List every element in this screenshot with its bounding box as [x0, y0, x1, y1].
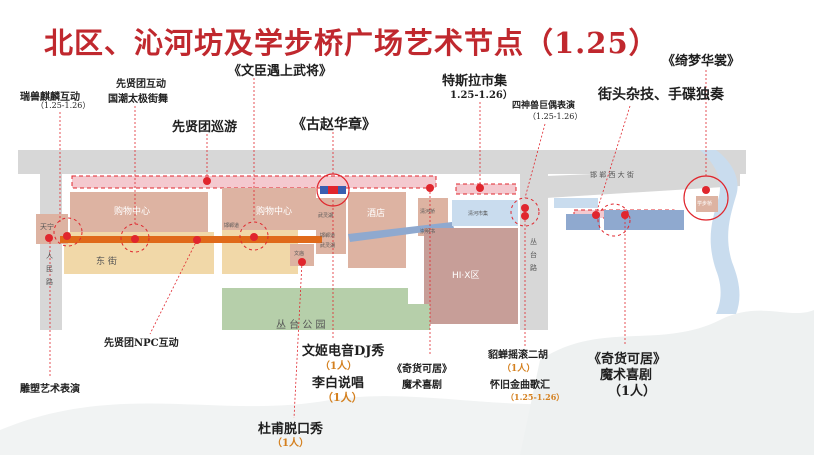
leader-npc — [149, 239, 198, 335]
circle-sishen — [510, 197, 540, 227]
leader-dufu — [293, 261, 303, 419]
marker-guzhao[interactable] — [329, 186, 337, 194]
label-huaijiu: 怀旧金曲歌汇 — [490, 380, 550, 391]
label-diaochan: 貂蝉摇滚二胡 — [488, 350, 548, 361]
circle-middle — [239, 221, 269, 251]
label-guzhao: 《古赵华章》 — [292, 117, 376, 133]
circle-tianning — [53, 217, 83, 247]
river — [700, 150, 740, 314]
leader-lines — [49, 70, 707, 419]
wuling-label: 武灵湖 — [318, 213, 334, 219]
marker-east-street[interactable] — [131, 235, 139, 243]
label-tesila-date: 1.25-1.26） — [450, 90, 513, 101]
road-renmin-label: 人 民 路 — [46, 252, 53, 286]
leader-jietou — [595, 105, 631, 215]
canal-blue — [348, 222, 454, 242]
tianning-label: 天宁 — [40, 223, 54, 231]
wenmiao-label: 文庙 — [294, 251, 305, 257]
wuling-block — [316, 198, 346, 254]
label-ruishou: 瑞兽麒麟互动 — [20, 92, 80, 103]
road-north — [18, 150, 746, 174]
hix-block — [424, 228, 518, 324]
route-orange — [60, 236, 322, 243]
east-block-1 — [554, 198, 598, 208]
park-label: 丛 台 公 园 — [276, 320, 326, 331]
label-qihuo-2-count: （1人） — [608, 384, 657, 399]
label-diaochan-count: （1人） — [502, 364, 536, 374]
label-guochao-taiji: 国潮太极街舞 — [108, 94, 168, 105]
label-wenchen: 《文臣遇上武将》 — [228, 64, 333, 79]
marker-xunyou[interactable] — [203, 177, 211, 185]
festival-strip-market — [455, 183, 517, 195]
mall-label-1: 购物中心 — [114, 207, 151, 217]
marker-tianning-2[interactable] — [63, 232, 71, 240]
marker-jietou[interactable] — [592, 211, 600, 219]
label-qihuo-2: 《奇货可居》 — [588, 352, 667, 367]
chongming-label: 崇明书 — [420, 229, 436, 235]
circle-east-street — [120, 223, 150, 253]
park-area — [222, 288, 430, 330]
road-congtai-label: 丛 台 路 — [530, 238, 537, 272]
handan-block-1 — [226, 218, 246, 230]
marker-middle[interactable] — [250, 233, 258, 241]
label-qihuo-1-magic: 魔术喜剧 — [402, 380, 442, 391]
qinghe-market-label: 清河市集 — [468, 211, 489, 217]
hix-label: HI·X区 — [452, 271, 480, 281]
qinghe-label: 清河桥 — [420, 209, 436, 215]
marker-qimeng[interactable] — [702, 186, 710, 194]
mall-label-2: 购物中心 — [256, 207, 293, 217]
marker-wenmiao[interactable] — [298, 258, 306, 266]
label-ruishou-date: （1.25-1.26） — [36, 101, 91, 110]
label-qihuo-2-magic: 魔术喜剧 — [600, 368, 653, 383]
label-npc: 先贤团NPC互动 — [104, 338, 179, 349]
label-tesila: 特斯拉市集 — [442, 74, 508, 89]
east-block-2 — [566, 214, 600, 230]
wuling-label-2: 武灵湖 — [320, 243, 336, 249]
wenmiao-block — [290, 244, 314, 266]
qinghe-market-block — [452, 200, 518, 226]
label-sishen: 四神兽巨偶表演 — [512, 101, 576, 111]
marker-north-strip[interactable] — [426, 184, 434, 192]
label-qihuo-1: 《奇货可居》 — [392, 364, 452, 375]
markers — [45, 177, 710, 266]
label-wenji-count: （1人） — [320, 361, 357, 372]
label-huaijiu-date: （1.25-1.26） — [506, 392, 565, 402]
marker-qihuo-2[interactable] — [621, 211, 629, 219]
label-dufu: 杜甫脱口秀 — [258, 422, 324, 437]
east-block-3 — [604, 210, 684, 230]
background-hills-2 — [520, 310, 814, 455]
circle-east-acts — [597, 203, 631, 237]
label-libai-count: （1人） — [322, 391, 363, 404]
xuebu-gate-label: 学步桥 — [697, 201, 713, 207]
road-east-slope — [546, 168, 740, 198]
marker-sishen-1[interactable] — [521, 204, 529, 212]
label-qimeng: 《绮梦华裳》 — [662, 54, 741, 69]
east-street-label: 东 街 — [96, 257, 117, 267]
marker-tianning-1[interactable] — [45, 234, 53, 242]
label-libai: 李白说唱 — [312, 376, 365, 391]
marker-sishen-2[interactable] — [521, 212, 529, 220]
label-sishen-date: （1.25-1.26） — [528, 112, 583, 121]
xuebu-gate-block — [696, 196, 718, 212]
label-dufu-count: （1人） — [272, 438, 309, 449]
handan-label-1: 邯郸道 — [224, 223, 240, 229]
mall-block-west — [70, 192, 208, 232]
road-handan-west-label: 邯 郸 西 大 街 — [590, 171, 634, 179]
label-diaosu: 雕塑艺术表演 — [20, 384, 80, 395]
marker-npc[interactable] — [193, 236, 201, 244]
marker-tesila[interactable] — [476, 184, 484, 192]
hotel-label: 酒店 — [367, 209, 386, 219]
leader-sishen — [524, 123, 546, 199]
handan-label-2: 邯郸道 — [320, 233, 336, 239]
label-xunyou: 先贤团巡游 — [172, 120, 238, 135]
label-jietou: 街头杂技、手碟独奏 — [598, 87, 724, 103]
label-wenji: 文姬电音DJ秀 — [302, 344, 385, 359]
label-xianxian-hudong: 先贤团互动 — [116, 79, 166, 90]
page-title: 北区、沁河坊及学步桥广场艺术节点（1.25） — [44, 26, 659, 60]
